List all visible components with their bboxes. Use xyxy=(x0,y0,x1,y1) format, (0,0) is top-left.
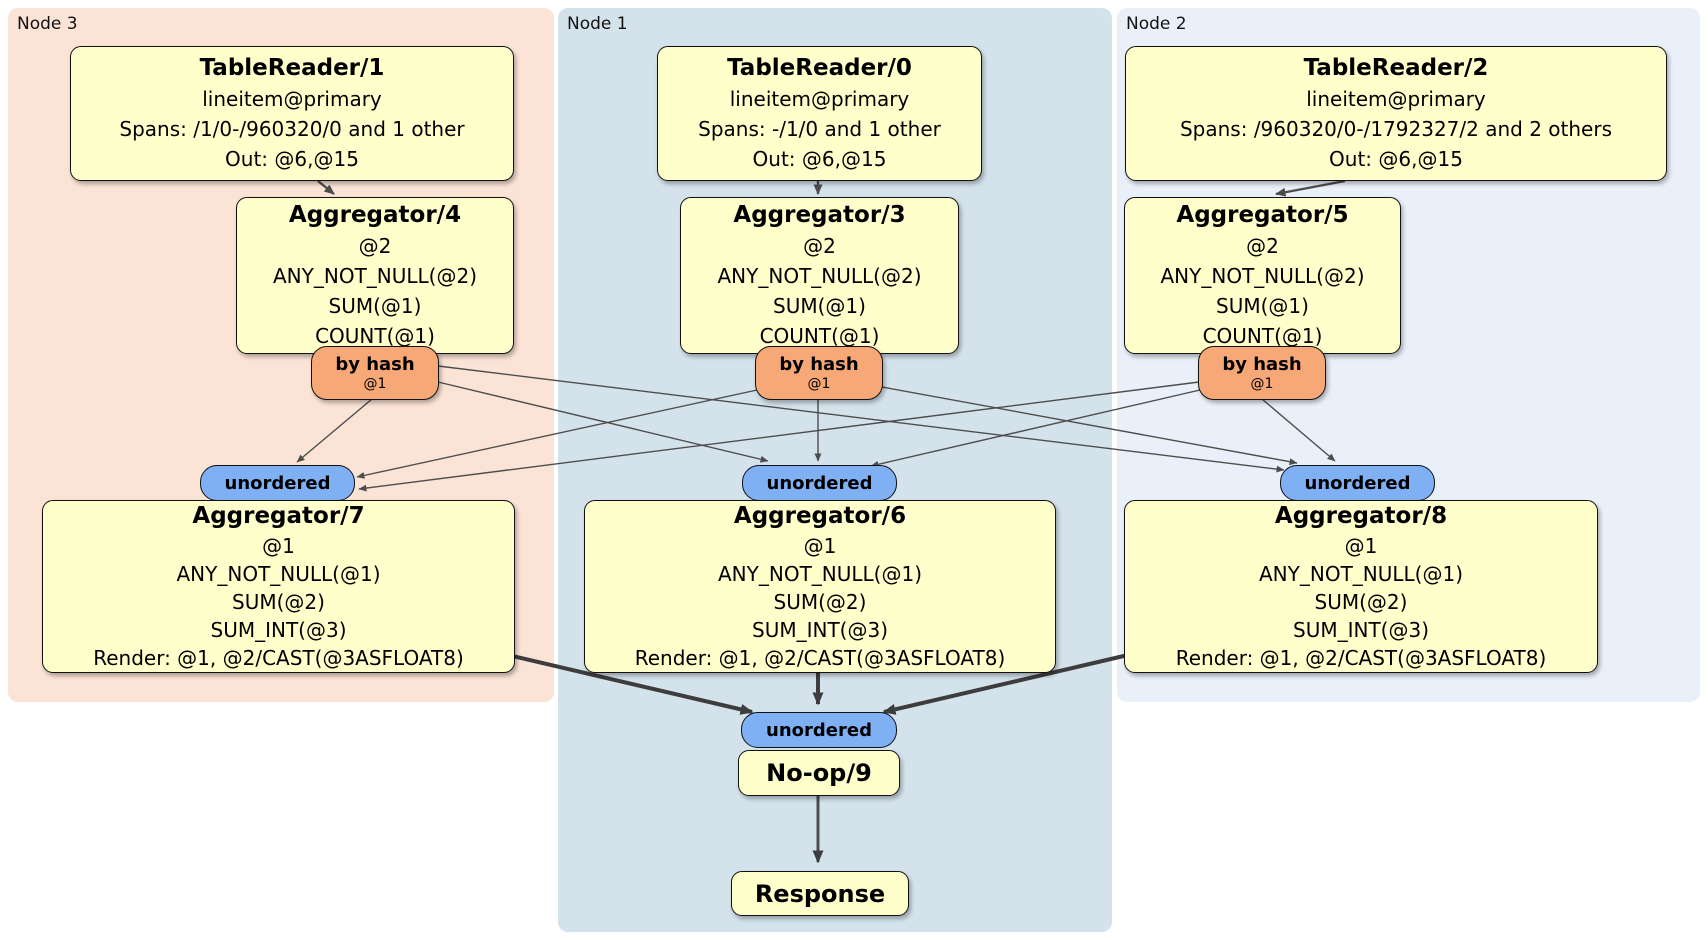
aggregator-7-title: Aggregator/7 xyxy=(192,503,365,529)
aggregator-8-fn2: SUM(@2) xyxy=(1314,590,1408,614)
hash-router-4-detail: @1 xyxy=(363,375,387,392)
unordered-sync-final-label: unordered xyxy=(766,719,872,741)
hash-router-4-label: by hash xyxy=(335,353,415,375)
unordered-sync-7: unordered xyxy=(200,465,355,501)
unordered-sync-6-label: unordered xyxy=(766,472,873,494)
aggregator-3-fn2: SUM(@1) xyxy=(773,294,866,318)
noop-box: No-op/9 xyxy=(738,750,900,796)
aggregator-4-box: Aggregator/4 @2 ANY_NOT_NULL(@2) SUM(@1)… xyxy=(236,197,514,354)
aggregator-4-fn1: ANY_NOT_NULL(@2) xyxy=(273,264,477,288)
tablereader-1-spans: Spans: /1/0-/960320/0 and 1 other xyxy=(119,117,465,141)
tablereader-1-out: Out: @6,@15 xyxy=(225,147,359,171)
tablereader-0-spans: Spans: -/1/0 and 1 other xyxy=(698,117,941,141)
aggregator-7-fn3: SUM_INT(@3) xyxy=(210,618,347,642)
hash-router-3-label: by hash xyxy=(779,353,859,375)
aggregator-6-title: Aggregator/6 xyxy=(733,503,907,529)
aggregator-3-box: Aggregator/3 @2 ANY_NOT_NULL(@2) SUM(@1)… xyxy=(680,197,959,354)
hash-router-4: by hash @1 xyxy=(311,346,439,400)
aggregator-6-fn3: SUM_INT(@3) xyxy=(752,618,888,642)
node-3-label: Node 3 xyxy=(17,14,78,34)
node-1-label: Node 1 xyxy=(567,14,628,34)
tablereader-2-index: lineitem@primary xyxy=(1306,87,1486,111)
aggregator-8-render: Render: @1, @2/CAST(@3ASFLOAT8) xyxy=(1175,646,1547,670)
aggregator-7-fn1: ANY_NOT_NULL(@1) xyxy=(176,562,381,586)
tablereader-1-box: TableReader/1 lineitem@primary Spans: /1… xyxy=(70,46,514,181)
tablereader-1-index: lineitem@primary xyxy=(202,87,382,111)
aggregator-5-fn2: SUM(@1) xyxy=(1216,294,1309,318)
unordered-sync-8-label: unordered xyxy=(1304,472,1411,494)
tablereader-2-box: TableReader/2 lineitem@primary Spans: /9… xyxy=(1125,46,1667,181)
unordered-sync-final: unordered xyxy=(741,712,897,748)
aggregator-8-fn3: SUM_INT(@3) xyxy=(1293,618,1429,642)
hash-router-3-detail: @1 xyxy=(807,375,831,392)
hash-router-5-label: by hash xyxy=(1222,353,1302,375)
aggregator-5-fn3: COUNT(@1) xyxy=(1202,324,1323,348)
aggregator-7-fn2: SUM(@2) xyxy=(232,590,325,614)
node-2-label: Node 2 xyxy=(1126,14,1187,34)
aggregator-8-fn1: ANY_NOT_NULL(@1) xyxy=(1259,562,1463,586)
aggregator-4-title: Aggregator/4 xyxy=(288,202,462,228)
response-box: Response xyxy=(731,871,909,916)
unordered-sync-8: unordered xyxy=(1280,465,1435,501)
response-title: Response xyxy=(754,879,886,908)
tablereader-0-box: TableReader/0 lineitem@primary Spans: -/… xyxy=(657,46,982,181)
tablereader-2-title: TableReader/2 xyxy=(1303,55,1489,81)
aggregator-8-group: @1 xyxy=(1344,534,1378,558)
tablereader-1-title: TableReader/1 xyxy=(199,55,385,81)
aggregator-4-fn3: COUNT(@1) xyxy=(315,324,435,348)
aggregator-6-group: @1 xyxy=(803,534,837,558)
aggregator-3-title: Aggregator/3 xyxy=(733,202,906,228)
aggregator-3-group: @2 xyxy=(803,234,836,258)
aggregator-7-group: @1 xyxy=(262,534,295,558)
hash-router-5: by hash @1 xyxy=(1198,346,1326,400)
aggregator-7-box: Aggregator/7 @1 ANY_NOT_NULL(@1) SUM(@2)… xyxy=(42,500,515,673)
noop-title: No-op/9 xyxy=(766,759,872,787)
aggregator-6-fn1: ANY_NOT_NULL(@1) xyxy=(718,562,922,586)
aggregator-3-fn1: ANY_NOT_NULL(@2) xyxy=(717,264,922,288)
hash-router-3: by hash @1 xyxy=(755,346,883,400)
aggregator-5-box: Aggregator/5 @2 ANY_NOT_NULL(@2) SUM(@1)… xyxy=(1124,197,1401,354)
aggregator-5-title: Aggregator/5 xyxy=(1176,202,1349,228)
tablereader-0-title: TableReader/0 xyxy=(727,55,912,81)
aggregator-8-box: Aggregator/8 @1 ANY_NOT_NULL(@1) SUM(@2)… xyxy=(1124,500,1598,673)
aggregator-5-group: @2 xyxy=(1246,234,1279,258)
aggregator-6-render: Render: @1, @2/CAST(@3ASFLOAT8) xyxy=(634,646,1006,670)
aggregator-3-fn3: COUNT(@1) xyxy=(759,324,880,348)
aggregator-5-fn1: ANY_NOT_NULL(@2) xyxy=(1160,264,1365,288)
aggregator-7-render: Render: @1, @2/CAST(@3ASFLOAT8) xyxy=(93,646,464,670)
aggregator-6-fn2: SUM(@2) xyxy=(773,590,867,614)
aggregator-4-fn2: SUM(@1) xyxy=(328,294,422,318)
tablereader-2-out: Out: @6,@15 xyxy=(1329,147,1463,171)
aggregator-4-group: @2 xyxy=(358,234,392,258)
unordered-sync-7-label: unordered xyxy=(224,472,331,494)
tablereader-2-spans: Spans: /960320/0-/1792327/2 and 2 others xyxy=(1179,117,1612,141)
hash-router-5-detail: @1 xyxy=(1250,375,1274,392)
unordered-sync-6: unordered xyxy=(742,465,897,501)
aggregator-6-box: Aggregator/6 @1 ANY_NOT_NULL(@1) SUM(@2)… xyxy=(584,500,1056,673)
tablereader-0-index: lineitem@primary xyxy=(729,87,910,111)
aggregator-8-title: Aggregator/8 xyxy=(1274,503,1448,529)
tablereader-0-out: Out: @6,@15 xyxy=(752,147,887,171)
